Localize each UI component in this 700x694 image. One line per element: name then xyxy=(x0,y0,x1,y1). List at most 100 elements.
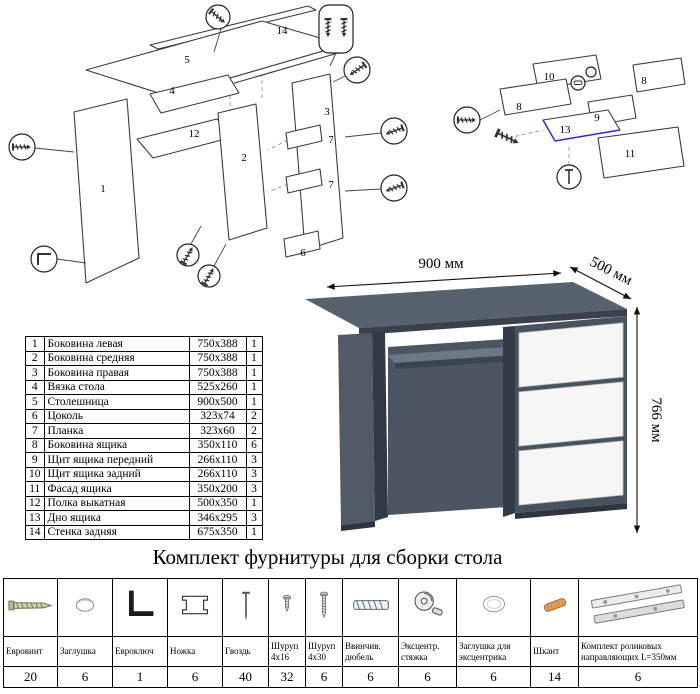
desk-tie-part xyxy=(149,74,240,114)
hex-key-icon xyxy=(128,590,154,617)
fastener-callout xyxy=(30,245,87,273)
hardware-icon-cell xyxy=(530,578,579,637)
part-qty: 1 xyxy=(245,394,263,410)
part-name: Щит ящика передний xyxy=(43,452,190,468)
part-number-label: 6 xyxy=(300,247,306,259)
part-qty: 6 xyxy=(245,437,263,453)
hardware-icons-row xyxy=(3,578,698,637)
part-number: 7 xyxy=(25,423,45,439)
part-number: 11 xyxy=(25,481,45,497)
hardware-icon-cell xyxy=(268,578,306,637)
part-number: 9 xyxy=(25,452,45,468)
cap-icon xyxy=(75,598,95,612)
hardware-icon-cell xyxy=(305,578,343,637)
hardware-qty: 20 xyxy=(3,666,58,688)
part-size: 500х350 xyxy=(188,495,247,511)
width-dimension-label: 900 мм xyxy=(418,256,464,272)
fastener-callout xyxy=(344,174,408,202)
assembly-guide-line xyxy=(267,139,289,151)
plank-part xyxy=(285,124,323,194)
assembled-desk-render: 900 мм 500 мм 766 мм xyxy=(305,255,664,533)
hardware-icon-cell xyxy=(398,578,457,637)
part-number-label: 3 xyxy=(324,106,330,118)
fastener-callout xyxy=(318,4,354,67)
part-size: 346х295 xyxy=(188,510,247,526)
part-size: 750х388 xyxy=(188,350,247,366)
fastener-callout xyxy=(176,225,202,267)
hardware-qty: 32 xyxy=(268,666,306,688)
part-number-label: 11 xyxy=(625,148,636,160)
drawer-exploded-diagram: 10 8 8 9 13 11 xyxy=(453,54,686,190)
left-side-panel-part xyxy=(73,98,140,284)
part-name: Стенка задняя xyxy=(43,524,190,540)
part-size: 350х110 xyxy=(188,437,247,453)
part-number: 2 xyxy=(25,350,45,366)
foot-icon xyxy=(181,595,209,615)
part-qty: 3 xyxy=(245,452,263,468)
part-size: 323х60 xyxy=(188,423,247,439)
plinth-part xyxy=(283,230,321,258)
part-number-label: 10 xyxy=(544,71,556,83)
cam-lock-icon xyxy=(414,591,443,616)
fastener-callout xyxy=(8,133,75,161)
dowel-detail-callout xyxy=(570,66,597,91)
hardware-name: Ножка xyxy=(167,636,223,667)
depth-dimension-label: 500 мм xyxy=(587,255,635,289)
middle-side-panel-part xyxy=(217,103,268,241)
hardware-qty: 6 xyxy=(578,666,698,688)
hardware-qty: 14 xyxy=(530,666,579,688)
part-number-label: 14 xyxy=(277,25,289,37)
screw-icon xyxy=(494,127,522,149)
part-qty: 1 xyxy=(245,365,263,381)
wooden-dowel-icon xyxy=(543,598,566,612)
part-size: 323х74 xyxy=(188,408,247,424)
part-number-label: 7 xyxy=(328,134,334,146)
part-size: 525х260 xyxy=(188,379,247,395)
part-name: Боковина средняя xyxy=(43,350,190,366)
part-name: Полка выкатная xyxy=(43,495,190,511)
part-number-label: 12 xyxy=(189,128,200,140)
fastener-callout xyxy=(344,117,408,145)
hardware-name: Эксцентр. стяжка xyxy=(398,636,457,667)
hardware-icon-cell xyxy=(578,578,698,637)
part-qty: 1 xyxy=(245,336,263,352)
hardware-name: Шуруп 4х16 xyxy=(268,636,306,667)
part-qty: 1 xyxy=(245,495,263,511)
hardware-qty: 6 xyxy=(305,666,343,688)
hardware-qty: 6 xyxy=(167,666,223,688)
part-qty: 1 xyxy=(245,350,263,366)
part-qty: 3 xyxy=(245,510,263,526)
part-number: 12 xyxy=(25,495,45,511)
part-number: 4 xyxy=(25,379,45,395)
part-size: 675х350 xyxy=(188,524,247,540)
part-qty: 1 xyxy=(245,379,263,395)
part-name: Щит ящика задний xyxy=(43,466,190,482)
assembly-guide-line xyxy=(507,129,544,139)
part-name: Боковина правая xyxy=(43,365,190,381)
hardware-icon-cell xyxy=(57,578,113,637)
part-name: Фасад ящика xyxy=(43,481,190,497)
hardware-name: Заглушка для эксцентрика xyxy=(456,636,531,667)
hardware-qty: 6 xyxy=(57,666,113,688)
part-number-label: 2 xyxy=(241,152,247,164)
cam-cap-icon xyxy=(482,595,505,613)
part-name: Планка xyxy=(43,423,190,439)
hardware-name: Гвоздь xyxy=(222,636,269,667)
height-dimension-label: 766 мм xyxy=(648,397,664,443)
hardware-icon-cell xyxy=(3,578,58,637)
drawer-front xyxy=(518,322,624,506)
part-name: Цоколь xyxy=(43,408,190,424)
hardware-name: Шуруп 4х30 xyxy=(305,636,343,667)
hardware-quantities-row: 20 6 1 6 40 32 6 6 6 6 14 6 xyxy=(3,666,698,688)
hardware-names-row: Евровинт Заглушка Евроключ Ножка Гвоздь … xyxy=(3,636,698,667)
